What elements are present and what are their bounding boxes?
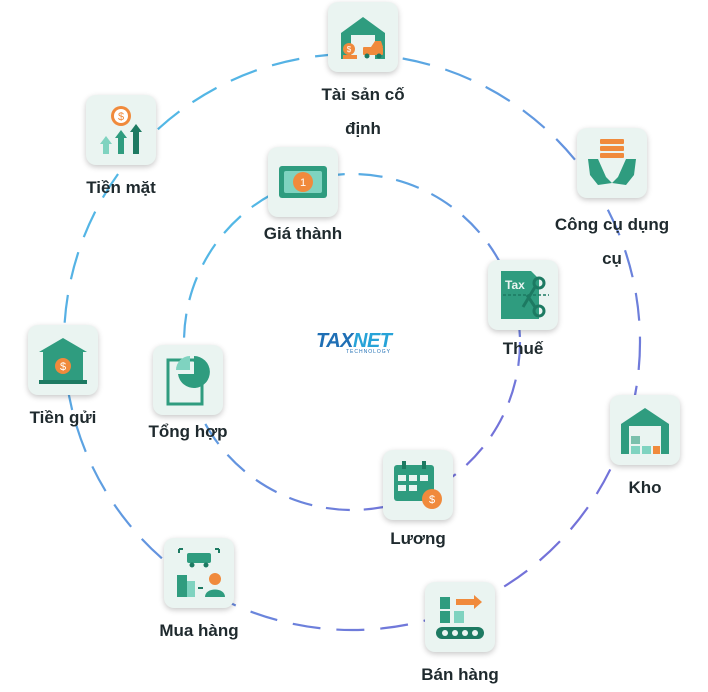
- node-purchase[interactable]: Mua hàng: [159, 538, 239, 648]
- purchase-tile[interactable]: [164, 538, 234, 608]
- node-cost-price[interactable]: 1 Giá thành: [260, 147, 346, 245]
- taxnet-logo: TAXNET TECHNOLOGY: [316, 330, 396, 356]
- node-label: Lương: [390, 529, 446, 548]
- node-sales[interactable]: Bán hàng: [421, 582, 499, 692]
- logo-part-net: NET: [353, 330, 392, 352]
- tools-icon: [588, 139, 636, 185]
- node-cash[interactable]: $ Tiền mặt: [85, 95, 157, 205]
- bank-deposit-icon: $: [39, 338, 87, 384]
- tax-icon: Tax: [501, 271, 549, 319]
- label-line2: định: [345, 119, 381, 138]
- node-salary[interactable]: $ Lương: [382, 450, 454, 552]
- node-label: Giá thành: [263, 224, 343, 243]
- warehouse-tile[interactable]: [610, 395, 680, 465]
- node-label: Tiền gửi: [29, 408, 97, 427]
- svg-text:$: $: [118, 111, 124, 123]
- node-label: Tổng hợp: [148, 422, 228, 441]
- node-tools[interactable]: [576, 128, 648, 198]
- node-label: Tài sản cố định: [321, 78, 404, 146]
- node-bank-deposit[interactable]: $ Tiền gửi: [27, 325, 99, 435]
- svg-text:$: $: [429, 494, 435, 506]
- label-line1: Tài sản cố: [321, 85, 405, 104]
- fixed-assets-icon: $: [341, 17, 385, 59]
- node-summary[interactable]: Tổng hợp: [145, 345, 231, 443]
- cash-tile[interactable]: $: [86, 95, 156, 165]
- label-line2: cụ: [602, 249, 622, 268]
- warehouse-icon: [621, 408, 669, 454]
- summary-icon: [166, 356, 210, 406]
- salary-tile[interactable]: $: [383, 450, 453, 520]
- summary-tile[interactable]: [153, 345, 223, 415]
- bank-deposit-tile[interactable]: $: [28, 325, 98, 395]
- label-line1: Công cụ dụng: [554, 215, 670, 234]
- node-warehouse[interactable]: Kho: [609, 395, 681, 505]
- sales-tile[interactable]: [425, 582, 495, 652]
- svg-text:$: $: [60, 361, 66, 373]
- svg-text:1: 1: [300, 177, 306, 189]
- svg-text:Tax: Tax: [505, 278, 525, 292]
- node-label-tools: Công cụ dụng cụ: [540, 208, 684, 276]
- node-fixed-assets[interactable]: $ Tài sản cố định: [321, 2, 405, 146]
- cash-icon: $: [100, 106, 142, 154]
- node-label: Tiền mặt: [86, 178, 156, 197]
- node-label: Bán hàng: [421, 665, 499, 684]
- fixed-assets-tile[interactable]: $: [328, 2, 398, 72]
- node-label: Thuế: [502, 339, 544, 358]
- logo-subtitle: TECHNOLOGY: [346, 349, 392, 355]
- tools-tile[interactable]: [577, 128, 647, 198]
- node-label: Mua hàng: [159, 621, 239, 640]
- logo-part-tax: TAX: [316, 330, 354, 352]
- node-tax[interactable]: Tax Thuế: [487, 260, 559, 362]
- inner-ring: [182, 172, 522, 512]
- svg-text:$: $: [347, 45, 352, 54]
- cost-price-tile[interactable]: 1: [268, 147, 338, 217]
- sales-icon: [436, 595, 484, 639]
- purchase-icon: [177, 548, 225, 597]
- salary-icon: $: [394, 461, 442, 509]
- cost-price-icon: 1: [279, 166, 327, 198]
- node-label: Kho: [628, 478, 662, 497]
- tax-tile[interactable]: Tax: [488, 260, 558, 330]
